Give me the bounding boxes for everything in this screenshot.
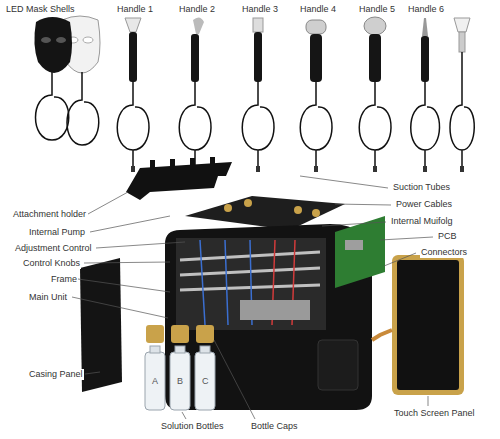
handle-label: Handle 5: [358, 4, 396, 15]
part-label: Adjustment Control: [14, 243, 93, 254]
attachment-holder: [126, 157, 232, 200]
part-label: Solution Bottles: [160, 421, 225, 432]
bottle-letter: B: [176, 376, 184, 387]
part-label: Attachment holder: [12, 209, 87, 220]
part-label: Touch Screen Panel: [393, 408, 476, 419]
handle-label: Handle 4: [299, 4, 337, 15]
part-label: Control Knobs: [22, 258, 81, 269]
part-label: Internal Pump: [28, 227, 86, 238]
bottle-letter: A: [151, 376, 159, 387]
part-label: Bottle Caps: [250, 421, 299, 432]
casing-panel: [80, 258, 122, 392]
pcb-chip: [345, 240, 363, 250]
part-label: Casing Panel: [28, 369, 84, 380]
part-label: Internal Muifolg: [390, 216, 454, 227]
bottle-letter: C: [201, 376, 210, 387]
part-label: Connectors: [420, 247, 468, 258]
part-label: Main Unit: [28, 292, 68, 303]
part-label: Power Cables: [395, 199, 453, 210]
part-label: Frame: [50, 274, 78, 285]
handle-label: Handle 6: [407, 4, 445, 15]
led-masks: [34, 16, 100, 145]
handle-label: Handle 3: [241, 4, 279, 15]
handle-label: Handle 1: [116, 4, 154, 15]
part-label: LED Mask Shells: [5, 4, 76, 15]
handle-label: Handle 2: [178, 4, 216, 15]
handles: [125, 17, 470, 82]
cables: [117, 52, 474, 168]
leader-lines: [72, 176, 433, 419]
part-label: Suction Tubes: [392, 182, 451, 193]
bottles: [145, 325, 215, 410]
pcb: [335, 216, 385, 288]
touch-screen: [372, 255, 464, 395]
part-label: PCB: [437, 231, 458, 242]
